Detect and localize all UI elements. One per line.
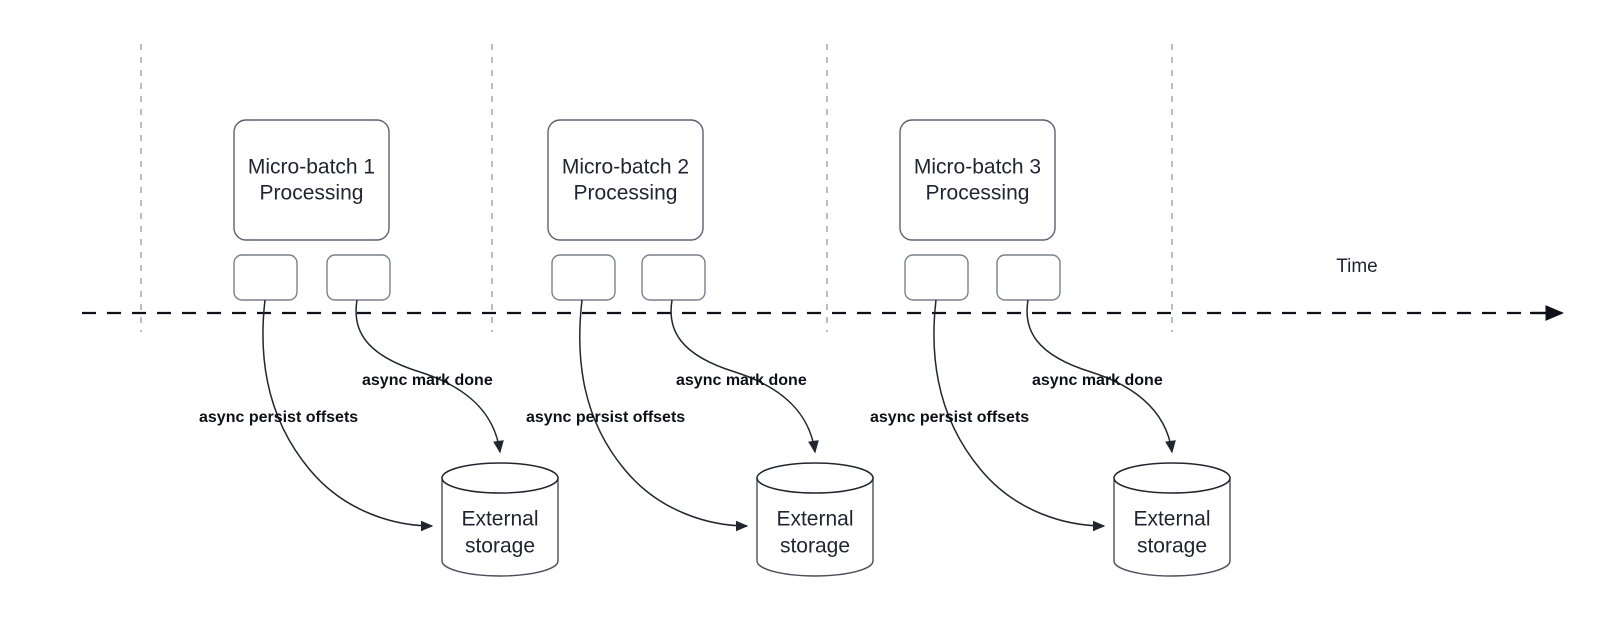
micro-batch-1-box[interactable] bbox=[233, 119, 390, 241]
g3-storage-label-line2: storage bbox=[1137, 535, 1207, 558]
g2-storage-label-line2: storage bbox=[780, 535, 850, 558]
g1-edge-mark-done bbox=[355, 299, 504, 454]
g2-cylinder-body bbox=[756, 477, 874, 577]
micro-batch-3-label-line2: Processing bbox=[926, 182, 1030, 205]
g1-task-box-persist[interactable] bbox=[233, 254, 298, 301]
micro-batch-2-label-line2: Processing bbox=[574, 182, 678, 205]
g1-label-persist-offsets: async persist offsets bbox=[199, 409, 358, 426]
g1-cylinder-top bbox=[441, 462, 559, 494]
g2-external-storage[interactable]: External storage bbox=[756, 462, 874, 577]
time-axis: Time bbox=[82, 256, 1564, 321]
g2-edge-persist-offsets bbox=[579, 299, 749, 532]
g3-storage-label-line1: External bbox=[1133, 508, 1210, 531]
g3-edge-mark-done bbox=[1026, 299, 1176, 454]
micro-batch-3-label-line1: Micro-batch 3 bbox=[914, 156, 1041, 179]
g1-edge-persist-offsets bbox=[262, 299, 434, 532]
micro-batch-2-box[interactable] bbox=[547, 119, 704, 241]
g3-cylinder-body bbox=[1113, 477, 1231, 577]
time-axis-label: Time bbox=[1336, 256, 1378, 277]
micro-batch-group-3: Micro-batch 3 Processing async persist o… bbox=[870, 119, 1231, 577]
g2-edge-mark-done bbox=[670, 299, 819, 454]
g2-task-box-persist[interactable] bbox=[551, 254, 616, 301]
micro-batch-2-label-line1: Micro-batch 2 bbox=[562, 156, 689, 179]
boundary-tick-lines bbox=[140, 44, 1173, 332]
g2-label-mark-done: async mark done bbox=[676, 372, 807, 389]
g3-cylinder-top bbox=[1113, 462, 1231, 494]
g2-cylinder-top bbox=[756, 462, 874, 494]
g2-label-persist-offsets: async persist offsets bbox=[526, 409, 685, 426]
g3-external-storage[interactable]: External storage bbox=[1113, 462, 1231, 577]
g1-storage-label-line1: External bbox=[461, 508, 538, 531]
micro-batch-group-1: Micro-batch 1 Processing async persist o… bbox=[199, 119, 559, 577]
g3-label-persist-offsets: async persist offsets bbox=[870, 409, 1029, 426]
g3-task-box-persist[interactable] bbox=[904, 254, 969, 301]
g1-cylinder-body bbox=[441, 477, 559, 577]
g3-label-mark-done: async mark done bbox=[1032, 372, 1163, 389]
g3-edge-persist-offsets bbox=[933, 299, 1106, 532]
g2-storage-label-line1: External bbox=[776, 508, 853, 531]
micro-batch-3-box[interactable] bbox=[899, 119, 1056, 241]
g3-task-box-mark[interactable] bbox=[996, 254, 1061, 301]
g1-external-storage[interactable]: External storage bbox=[441, 462, 559, 577]
g1-task-box-mark[interactable] bbox=[326, 254, 391, 301]
g2-task-box-mark[interactable] bbox=[641, 254, 706, 301]
micro-batch-1-label-line1: Micro-batch 1 bbox=[248, 156, 375, 179]
g1-storage-label-line2: storage bbox=[465, 535, 535, 558]
micro-batch-1-label-line2: Processing bbox=[260, 182, 364, 205]
g1-label-mark-done: async mark done bbox=[362, 372, 493, 389]
micro-batch-group-2: Micro-batch 2 Processing async persist o… bbox=[526, 119, 874, 577]
